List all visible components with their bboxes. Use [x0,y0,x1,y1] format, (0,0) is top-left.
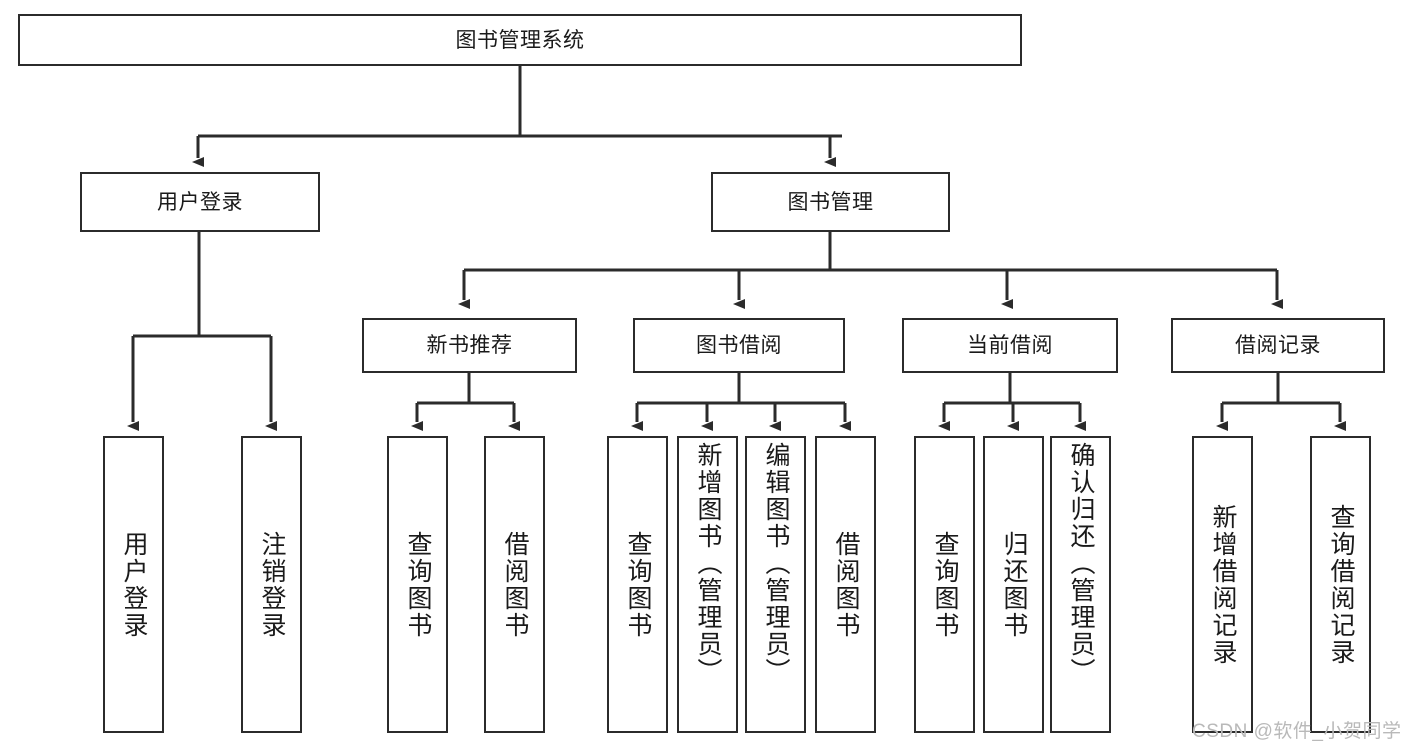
node-leaf-borrow-book-1-label: 借阅图书 [501,530,529,639]
node-leaf-confirm-return-admin-label: 确认归还（管理员） [1067,442,1095,685]
node-leaf-add-record-label: 新增借阅记录 [1209,503,1237,666]
node-leaf-borrow-book-1[interactable]: 借阅图书 [484,436,545,733]
node-book-borrow[interactable]: 图书借阅 [633,318,845,373]
node-leaf-query-record-label: 查询借阅记录 [1327,503,1355,666]
node-leaf-query-book-3[interactable]: 查询图书 [914,436,975,733]
node-book-borrow-label: 图书借阅 [696,334,782,357]
node-leaf-add-book-admin[interactable]: 新增图书（管理员） [677,436,738,733]
node-borrow-record[interactable]: 借阅记录 [1171,318,1385,373]
node-leaf-edit-book-admin-label: 编辑图书（管理员） [762,442,790,685]
node-leaf-query-record[interactable]: 查询借阅记录 [1310,436,1371,733]
node-leaf-edit-book-admin[interactable]: 编辑图书（管理员） [745,436,806,733]
node-book-manage-label: 图书管理 [787,190,874,214]
node-leaf-confirm-return-admin[interactable]: 确认归还（管理员） [1050,436,1111,733]
node-leaf-add-book-admin-label: 新增图书（管理员） [694,442,722,685]
node-leaf-query-book-2-label: 查询图书 [624,530,652,639]
node-leaf-user-login-label: 用户登录 [120,530,148,639]
node-leaf-logout-label: 注销登录 [258,530,286,639]
node-leaf-query-book-2[interactable]: 查询图书 [607,436,668,733]
node-root-label: 图书管理系统 [455,28,585,52]
node-book-manage[interactable]: 图书管理 [711,172,950,232]
node-new-book-rec[interactable]: 新书推荐 [362,318,577,373]
node-leaf-query-book-1[interactable]: 查询图书 [387,436,448,733]
node-leaf-add-record[interactable]: 新增借阅记录 [1192,436,1253,733]
node-user-login-label: 用户登录 [157,190,243,214]
node-root[interactable]: 图书管理系统 [18,14,1022,66]
node-leaf-return-book[interactable]: 归还图书 [983,436,1044,733]
node-leaf-user-login[interactable]: 用户登录 [103,436,164,733]
node-new-book-rec-label: 新书推荐 [426,334,513,357]
node-leaf-query-book-1-label: 查询图书 [404,530,432,639]
node-current-borrow[interactable]: 当前借阅 [902,318,1118,373]
node-borrow-record-label: 借阅记录 [1235,334,1321,357]
node-user-login[interactable]: 用户登录 [80,172,320,232]
node-leaf-borrow-book-2[interactable]: 借阅图书 [815,436,876,733]
node-current-borrow-label: 当前借阅 [967,334,1053,357]
node-leaf-borrow-book-2-label: 借阅图书 [832,530,860,639]
node-leaf-logout[interactable]: 注销登录 [241,436,302,733]
node-leaf-query-book-3-label: 查询图书 [931,530,959,639]
node-leaf-return-book-label: 归还图书 [1000,530,1028,639]
